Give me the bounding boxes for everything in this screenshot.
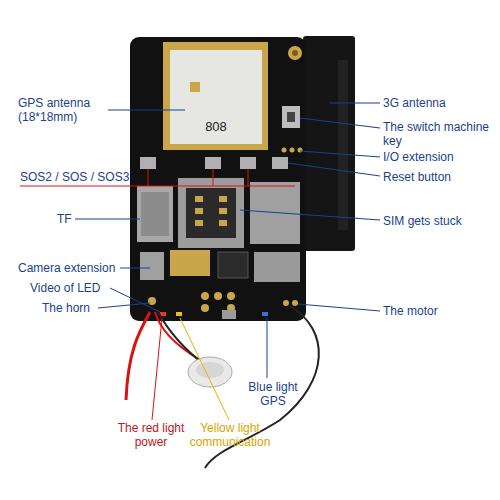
pad: [227, 292, 235, 300]
module-shield: [254, 252, 300, 282]
leader-line: [288, 163, 380, 176]
usb-port: [222, 310, 236, 319]
part-marking: 808: [196, 120, 236, 134]
leader-line: [110, 288, 160, 312]
part-label: The horn: [42, 301, 122, 315]
chip: [218, 252, 248, 278]
part-label: SIM gets stuck: [383, 214, 498, 228]
part-label: SOS2 / SOS / SOS3: [20, 170, 160, 184]
part-label: TF: [57, 212, 87, 226]
vibration-motor-top: [196, 362, 224, 378]
leader-line: [180, 318, 229, 420]
leader-line: [152, 318, 162, 420]
io-pad: [282, 148, 287, 153]
part-label: The motor: [383, 304, 498, 318]
gps-ceramic: [170, 50, 262, 144]
antenna-strip: [303, 36, 355, 251]
sos-button: [205, 157, 221, 169]
switch-key: [282, 106, 300, 128]
leader-line: [240, 210, 380, 220]
sim-contact: [195, 196, 203, 202]
sim-slot-inner: [186, 188, 236, 238]
sim-contact: [195, 220, 203, 226]
horn-pad: [148, 297, 156, 305]
yellow-led: [176, 312, 182, 316]
gps-patch-base: [163, 42, 268, 150]
pad: [214, 292, 222, 300]
part-label: Yellow light communication: [180, 421, 280, 449]
part-label: 3G antenna: [383, 96, 498, 110]
leader-line: [120, 268, 150, 269]
sim-contact: [219, 220, 227, 226]
sim-contact: [219, 208, 227, 214]
antenna-pad: [288, 46, 302, 60]
io-pad: [298, 148, 303, 153]
part-label: Video of LED: [30, 281, 120, 295]
sos-bracket: [20, 169, 295, 186]
antenna-pad-hole: [292, 50, 298, 56]
leader-line: [267, 318, 268, 378]
part-label: I/O extension: [383, 150, 498, 164]
sim-contact: [195, 208, 203, 214]
leader-line: [298, 304, 380, 311]
sim-contact: [219, 196, 227, 202]
gps-feed-point: [190, 82, 200, 92]
io-pad: [290, 148, 295, 153]
sos-button: [140, 157, 156, 169]
part-label: Reset button: [383, 170, 498, 184]
leader-line: [75, 219, 140, 220]
camera-connector: [140, 252, 164, 280]
part-label: Camera extension: [18, 261, 128, 275]
motor-wire: [158, 312, 205, 365]
sim-slot: [178, 178, 244, 248]
pcb-board: [130, 37, 306, 321]
motor-pad: [283, 300, 289, 306]
part-label: GPS antenna (18*18mm): [18, 96, 110, 124]
antenna-detail: [338, 60, 348, 230]
leader-line: [98, 303, 150, 308]
copper-pad: [170, 250, 210, 276]
leader-line: [300, 151, 380, 157]
tf-slot-inner: [141, 192, 169, 236]
leader-line: [108, 110, 185, 111]
motor-pad: [292, 300, 298, 306]
red-wire: [126, 312, 150, 400]
reset-button: [272, 157, 288, 169]
part-label: The switch machine key: [383, 120, 498, 148]
tf-slot: [137, 186, 173, 242]
pad: [201, 292, 209, 300]
leader-line: [330, 103, 380, 104]
part-label: Blue light GPS: [243, 380, 303, 408]
leader-lines: [75, 103, 380, 378]
part-label: The red light power: [112, 421, 190, 449]
blue-led: [262, 312, 268, 316]
vibration-motor: [188, 357, 232, 387]
pad: [201, 304, 209, 312]
sos-button: [240, 157, 256, 169]
switch-key-button: [287, 112, 295, 122]
leader-line: [300, 118, 380, 128]
